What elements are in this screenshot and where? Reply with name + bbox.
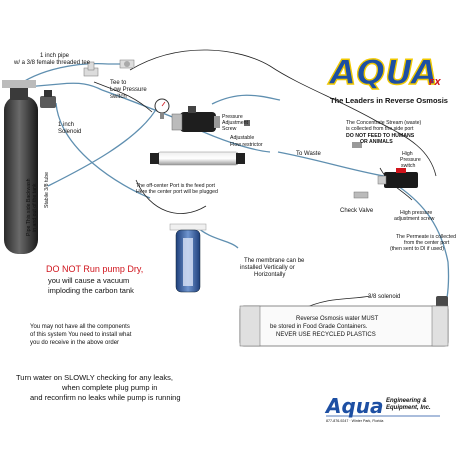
pressure-screw-label-3: Screw bbox=[222, 126, 237, 132]
aqua-fx-logo: AQUA FX bbox=[326, 52, 441, 93]
high-pressure-switch bbox=[377, 168, 418, 188]
logo-text: AQUA bbox=[327, 53, 438, 93]
footer-contact: 877-876-9247 · Winter Park, Florida bbox=[326, 419, 383, 423]
permeate-solenoid bbox=[436, 296, 448, 308]
concentrate-warning-1: DO NOT FEED TO HUMANS bbox=[346, 133, 415, 139]
tee-label-2: Low Pressure bbox=[110, 87, 147, 93]
ro-storage-3: NEVER USE RECYCLED PLASTICS bbox=[276, 332, 376, 338]
inlet-solenoid bbox=[40, 90, 56, 108]
sediment-filter bbox=[169, 223, 207, 293]
restrictor-label-1: Adjustable bbox=[230, 135, 254, 141]
tube-label: Stabile 3/8 tube bbox=[44, 172, 50, 208]
footer-logo-text: Aqua bbox=[324, 394, 384, 418]
ro-storage-1: Reverse Osmosis water MUST bbox=[296, 316, 379, 322]
feed-port-label-2: Here the center port will be plugged bbox=[136, 189, 218, 195]
hp-screw-label-1: High pressure bbox=[400, 210, 432, 216]
membrane-orientation-2: installed Vertically or bbox=[240, 265, 295, 271]
check-valve-label: Check Valve bbox=[340, 208, 374, 214]
membrane-housing bbox=[239, 305, 449, 347]
carbon-tank bbox=[2, 80, 38, 254]
pressure-screw-label-1: Pressure bbox=[222, 114, 243, 120]
solenoid-label-1: 1 inch bbox=[58, 122, 74, 128]
flow-restrictor bbox=[244, 120, 250, 126]
low-pressure-switch bbox=[119, 59, 135, 69]
concentrate-label-1: The Concentrate Stream (waste) bbox=[346, 120, 422, 126]
permeate-label-1: The Permeate is collected bbox=[396, 234, 456, 240]
turn-on-note-1: Turn water on SLOWLY checking for any le… bbox=[16, 373, 173, 382]
tee-label-3: switch bbox=[110, 94, 127, 100]
pump-dry-warning: DO NOT Run pump Dry, bbox=[46, 264, 143, 274]
solenoid-label-2: Solenoid bbox=[58, 129, 81, 135]
permeate-label-2: from the center port bbox=[404, 240, 450, 246]
footer-line-2: Equipment, Inc. bbox=[386, 405, 431, 411]
carbon-side-note: in and out of the tank bbox=[32, 183, 38, 232]
turn-on-note-2: when complete plug pump in bbox=[61, 383, 157, 392]
concentrate-warning-2: OR ANIMALS bbox=[360, 139, 393, 145]
feed-port-label-1: The off-center Port is the feed port bbox=[136, 183, 215, 189]
turn-on-note-3: and reconfirm no leaks while pump is run… bbox=[30, 393, 181, 402]
ro-storage-2: be stored in Food Grade Containers. bbox=[270, 324, 368, 330]
hp-switch-label-1: High bbox=[402, 151, 413, 157]
waste-fitting bbox=[352, 142, 362, 148]
membrane-orientation-3: Horizontally bbox=[254, 272, 285, 278]
carbon-side-label: Pipe This side Backwash bbox=[26, 178, 32, 236]
logo-suffix: FX bbox=[429, 78, 441, 87]
pump bbox=[171, 106, 220, 132]
concentrate-label-2: is collected from the side port bbox=[346, 126, 414, 132]
membrane-orientation-1: The membrane can be bbox=[244, 258, 305, 264]
restrictor-label-2: Flow restrictor bbox=[230, 142, 263, 148]
vacuum-warning-1: you will cause a vacuum bbox=[48, 276, 129, 285]
tagline: The Leaders in Reverse Osmosis bbox=[330, 96, 448, 105]
to-waste-label: To Waste bbox=[296, 151, 321, 157]
components-note-3: you do receive in the above order bbox=[30, 340, 119, 346]
hp-switch-label-2: Pressure bbox=[400, 157, 421, 163]
tee-label-1: Tee to bbox=[110, 80, 127, 86]
membrane-housing-top bbox=[150, 151, 245, 166]
components-note-1: You may not have all the components bbox=[30, 324, 130, 330]
hp-switch-label-3: switch bbox=[401, 163, 416, 169]
solenoid-38-label: 3/8 solenoid bbox=[368, 294, 400, 300]
components-note-2: of this system You need to install what bbox=[30, 332, 132, 338]
pipe-label: 1 inch pipe bbox=[40, 53, 70, 59]
pressure-gauge bbox=[154, 98, 170, 119]
footer-line-1: Engineering & bbox=[386, 398, 427, 404]
footer-logo: Aqua Engineering & Equipment, Inc. 877-8… bbox=[324, 394, 440, 423]
check-valve bbox=[353, 191, 369, 199]
permeate-label-3: (then sent to DI if used) bbox=[390, 246, 444, 252]
hp-screw-label-2: adjustment screw bbox=[394, 216, 435, 222]
threaded-tee bbox=[83, 61, 99, 77]
pipe-tee-label: w/ a 3/8 female threaded tee bbox=[13, 60, 91, 66]
vacuum-warning-2: imploding the carbon tank bbox=[48, 286, 134, 295]
pressure-screw-label-2: Adjustment bbox=[222, 120, 249, 126]
